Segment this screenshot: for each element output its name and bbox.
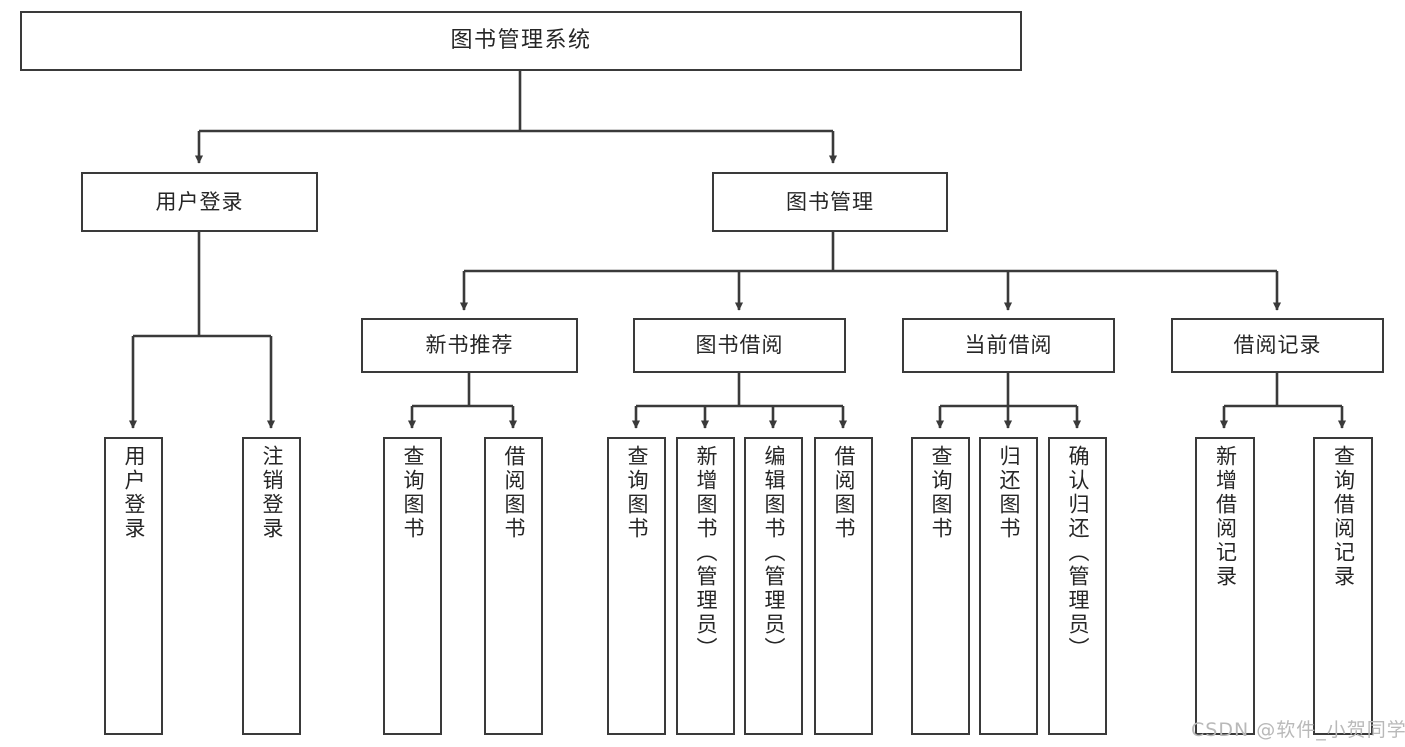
node-label: 新书推荐 — [425, 333, 514, 358]
node-label: 注销登录 — [260, 445, 284, 541]
node-current-borrow[interactable]: 当前借阅 — [902, 318, 1115, 373]
node-leaf-query-borrow-record[interactable]: 查询借阅记录 — [1313, 437, 1373, 735]
node-label: 确认归还（管理员） — [1066, 445, 1090, 661]
node-leaf-borrow-book-1[interactable]: 借阅图书 — [484, 437, 543, 735]
node-label: 新增图书（管理员） — [694, 445, 718, 661]
node-leaf-edit-book[interactable]: 编辑图书（管理员） — [744, 437, 803, 735]
node-leaf-return-book[interactable]: 归还图书 — [979, 437, 1038, 735]
node-label: 借阅记录 — [1233, 333, 1322, 358]
node-label: 借阅图书 — [832, 445, 856, 541]
node-label: 查询图书 — [401, 445, 425, 541]
node-leaf-confirm-return[interactable]: 确认归还（管理员） — [1048, 437, 1107, 735]
node-book-borrow[interactable]: 图书借阅 — [633, 318, 846, 373]
node-label: 查询图书 — [625, 445, 649, 541]
csdn-watermark: CSDN @软件_小贺同学 — [1191, 719, 1405, 741]
node-leaf-user-logout[interactable]: 注销登录 — [242, 437, 301, 735]
node-label: 编辑图书（管理员） — [762, 445, 786, 661]
node-label: 图书借阅 — [695, 333, 784, 358]
node-book-manage[interactable]: 图书管理 — [712, 172, 948, 232]
node-leaf-query-book-2[interactable]: 查询图书 — [607, 437, 666, 735]
node-label: 查询图书 — [929, 445, 953, 541]
node-leaf-add-borrow-record[interactable]: 新增借阅记录 — [1195, 437, 1255, 735]
node-label: 新增借阅记录 — [1213, 445, 1238, 589]
node-label: 图书管理 — [786, 189, 874, 214]
node-user-login[interactable]: 用户登录 — [81, 172, 318, 232]
node-label: 用户登录 — [155, 189, 244, 214]
node-label: 查询借阅记录 — [1331, 445, 1356, 589]
node-new-book-recommend[interactable]: 新书推荐 — [361, 318, 578, 373]
node-leaf-user-login[interactable]: 用户登录 — [104, 437, 163, 735]
node-leaf-query-book-1[interactable]: 查询图书 — [383, 437, 442, 735]
node-borrow-record[interactable]: 借阅记录 — [1171, 318, 1384, 373]
node-label: 借阅图书 — [502, 445, 526, 541]
node-label: 用户登录 — [122, 445, 146, 541]
node-label: 归还图书 — [997, 445, 1021, 541]
node-label: 当前借阅 — [964, 333, 1053, 358]
node-leaf-borrow-book-2[interactable]: 借阅图书 — [814, 437, 873, 735]
node-root-system[interactable]: 图书管理系统 — [20, 11, 1022, 71]
node-leaf-query-book-3[interactable]: 查询图书 — [911, 437, 970, 735]
node-leaf-add-book[interactable]: 新增图书（管理员） — [676, 437, 735, 735]
node-label: 图书管理系统 — [450, 28, 592, 54]
